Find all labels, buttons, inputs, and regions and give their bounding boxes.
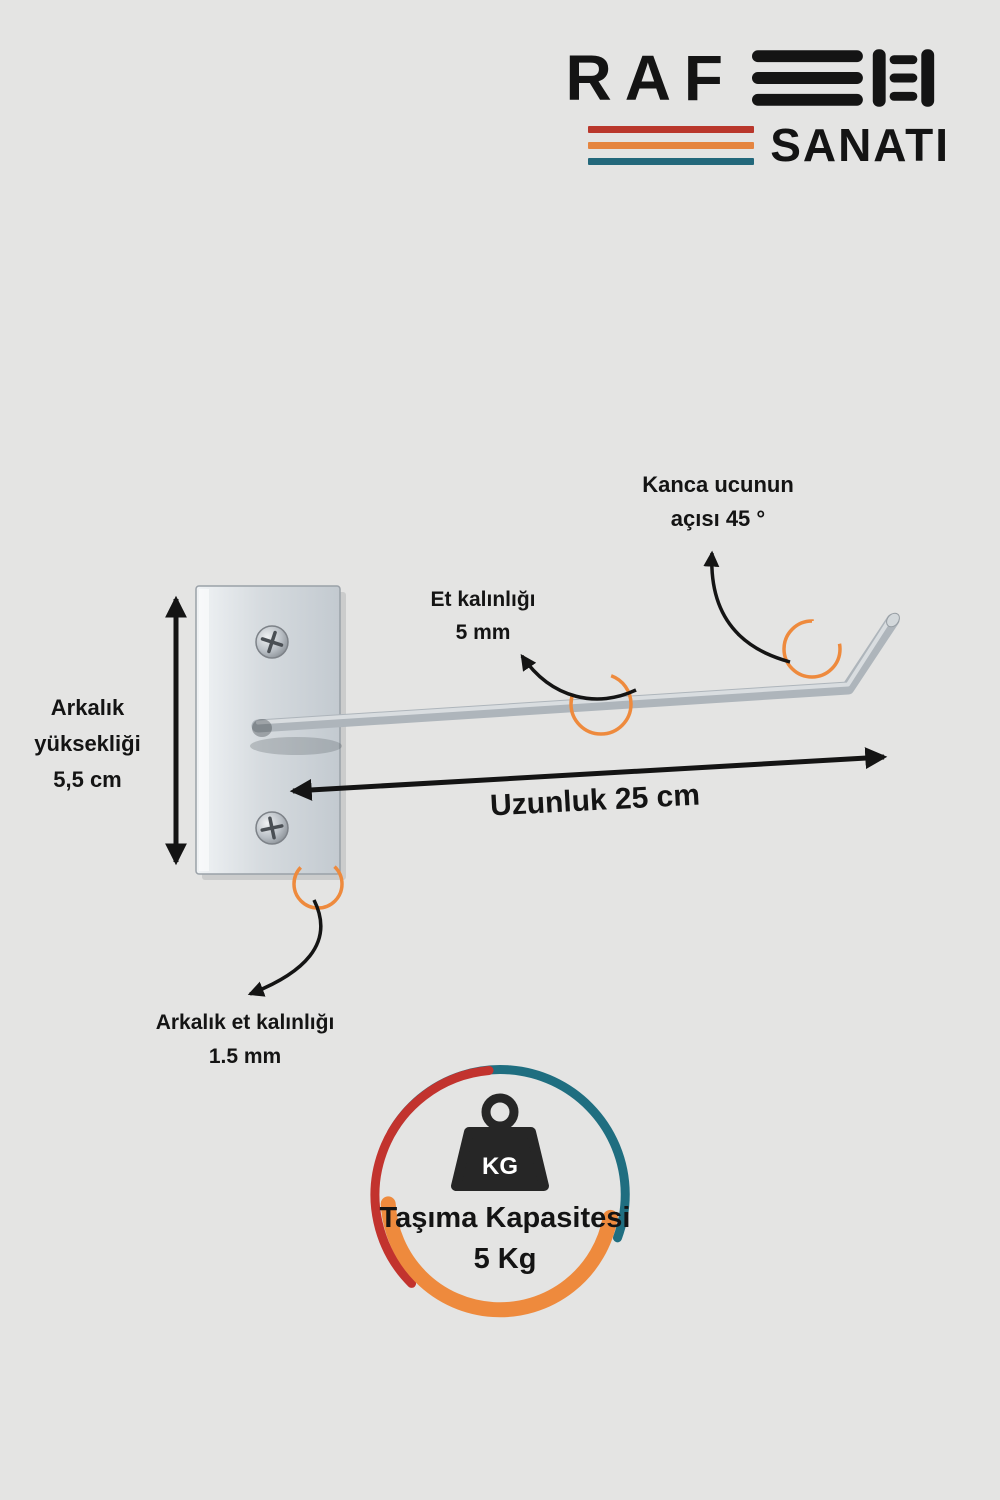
wire-thickness-line2: 5 mm [455, 621, 511, 644]
weight-kg-label: KG [482, 1153, 518, 1180]
stripe-teal [588, 157, 755, 165]
product-photo [195, 585, 900, 880]
hook-angle-arrow [703, 550, 791, 664]
badge-arc-red [370, 1066, 494, 1288]
logo-text-sanati: SANATI [770, 119, 950, 171]
rod-weld-point [252, 719, 272, 737]
logo-bottom-row: SANATI [588, 122, 950, 168]
hook-angle-line2: açısı 45 ° [670, 506, 766, 531]
plate-highlight [199, 589, 209, 871]
hook-rod [251, 613, 900, 733]
rod-tip-cap [886, 612, 900, 628]
capacity-value: 5 Kg [473, 1243, 537, 1275]
hook-angle-label: Kanca ucunun açısı 45 ° [598, 468, 838, 536]
screw-bottom [255, 811, 289, 845]
stripe-red [588, 125, 755, 133]
rod-shadow [250, 737, 342, 755]
logo-text-raf: RAF [565, 42, 736, 114]
back-height-line3: 5,5 cm [53, 767, 122, 792]
back-thickness-line2: 1.5 mm [208, 1045, 282, 1068]
wire-thickness-line1: Et kalınlığı [430, 588, 536, 611]
back-thickness-arrow [247, 899, 323, 997]
capacity-badge: KG [370, 1065, 630, 1318]
capacity-label: Taşıma Kapasitesi 5 Kg [325, 1198, 685, 1280]
length-measure-arrow [289, 747, 888, 801]
back-height-label: Arkalık yüksekliği 5,5 cm [10, 690, 165, 798]
badge-arc-orange [380, 1196, 618, 1318]
hook-rod-highlight [256, 617, 892, 725]
wire-thickness-label: Et kalınlığı 5 mm [385, 583, 581, 649]
back-height-line1: Arkalık [50, 695, 125, 720]
logo-stripes [588, 125, 755, 165]
stripe-orange [588, 141, 755, 149]
shelf-icon [752, 49, 935, 107]
capacity-title: Taşıma Kapasitesi [379, 1202, 631, 1234]
brand-logo: RAF SANATI [565, 46, 950, 168]
highlight-arc-rod [569, 672, 633, 736]
hook-angle-line1: Kanca ucunun [642, 472, 794, 497]
highlight-arc-bend [782, 619, 842, 679]
back-thickness-label: Arkalık et kalınlığı 1.5 mm [120, 1006, 370, 1074]
back-height-line2: yüksekliği [34, 731, 141, 756]
wire-thickness-arrow [520, 654, 637, 701]
weight-icon: KG [451, 1093, 549, 1191]
screw-top [255, 625, 289, 659]
back-thickness-line1: Arkalık et kalınlığı [155, 1011, 335, 1034]
logo-top-row: RAF [565, 46, 950, 110]
